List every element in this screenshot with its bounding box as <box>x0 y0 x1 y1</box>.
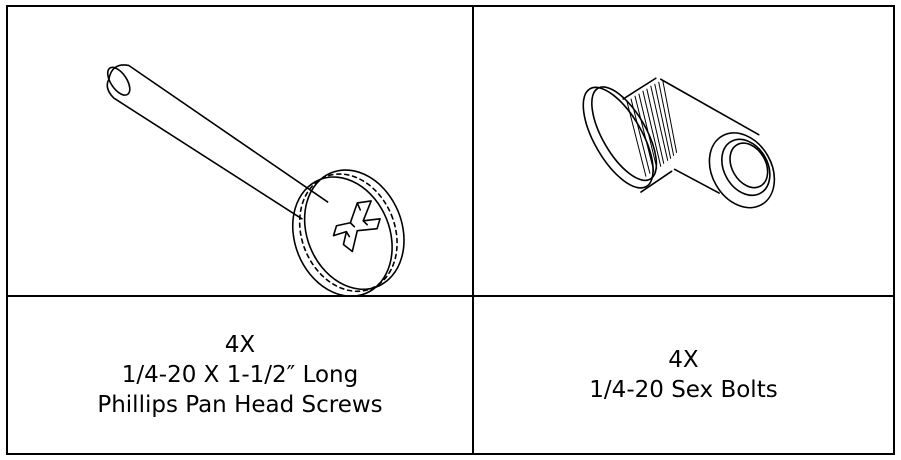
hardware-table: 4X 1/4-20 X 1-1/2″ Long Phillips Pan Hea… <box>6 5 895 455</box>
screw-image-cell <box>6 5 473 296</box>
bolt-image-cell <box>473 5 895 296</box>
screw-description: Phillips Pan Head Screws <box>97 392 383 418</box>
bolt-quantity: 4X <box>668 347 699 373</box>
screw-quantity: 4X <box>224 332 256 358</box>
screw-label-cell: 4X 1/4-20 X 1-1/2″ Long Phillips Pan Hea… <box>6 296 473 455</box>
sex-bolt-icon <box>474 7 893 295</box>
bolt-label-cell: 4X 1/4-20 Sex Bolts <box>473 296 895 455</box>
pan-head-screw-icon <box>8 7 472 295</box>
bolt-description: 1/4-20 Sex Bolts <box>589 377 778 403</box>
screw-size: 1/4-20 X 1-1/2″ Long <box>121 362 359 388</box>
